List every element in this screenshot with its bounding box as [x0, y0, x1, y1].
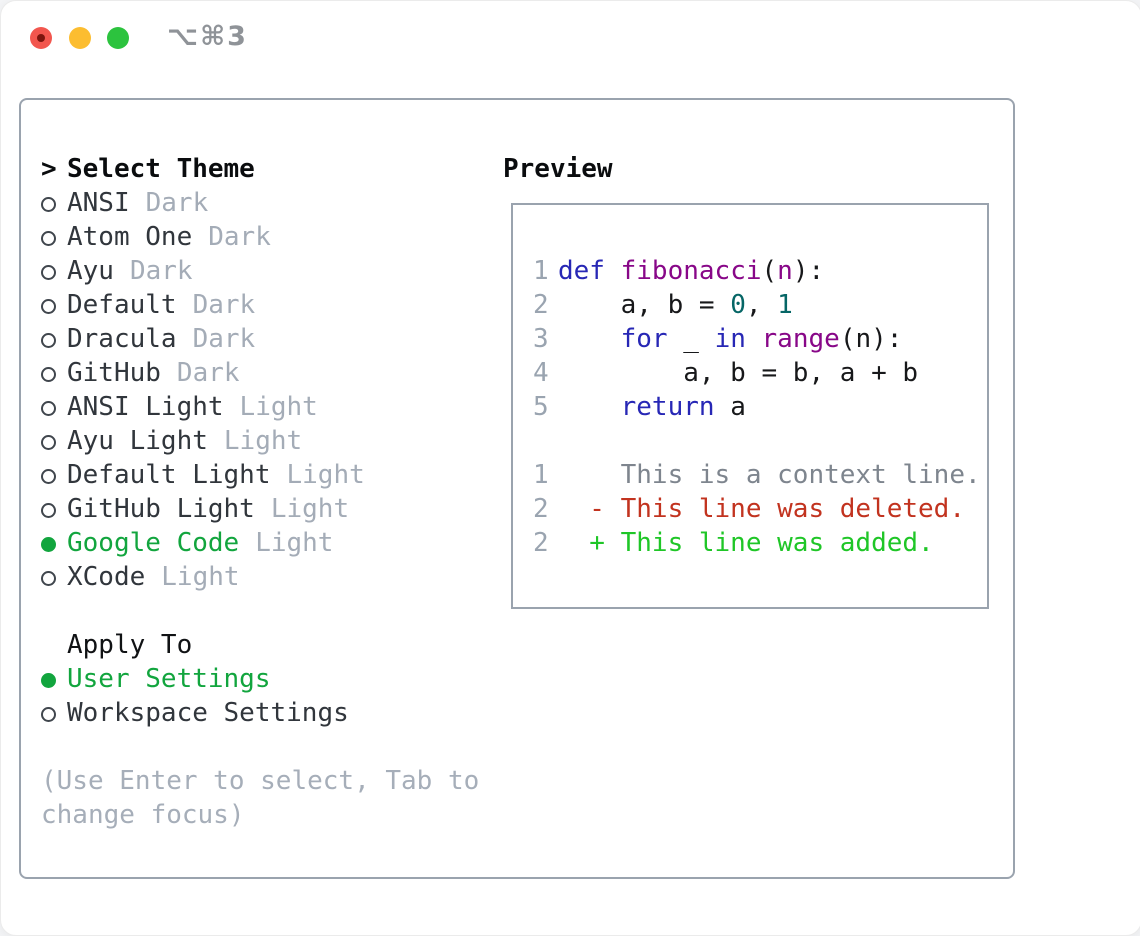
code-token-del: - This line was deleted.: [558, 494, 965, 524]
titlebar: ⌥⌘3: [1, 1, 1140, 73]
line-number: 1: [533, 256, 549, 286]
code-token-pl: (n):: [839, 324, 903, 354]
code-token-kw: for: [620, 324, 668, 354]
code-token-pl: [558, 392, 621, 422]
code-token-fn: fibonacci: [620, 256, 762, 286]
help-text: (Use Enter to select, Tab to change focu…: [41, 766, 480, 830]
radio-unselected-icon: [41, 390, 67, 424]
line-number: 3: [533, 324, 549, 354]
radio-unselected-icon: [41, 186, 67, 220]
line-number: 4: [533, 358, 549, 388]
line-number: 2: [533, 528, 549, 558]
line-number: 2: [533, 290, 549, 320]
code-token-pl: a: [714, 392, 746, 422]
code-line: 2 a, b = 0, 1: [533, 288, 981, 322]
radio-unselected-icon: [41, 254, 67, 288]
code-line: 2 - This line was deleted.: [533, 492, 981, 526]
radio-unselected-icon: [41, 492, 67, 526]
code-token-pl: ,: [745, 290, 778, 320]
code-token-pl: [605, 256, 621, 286]
code-token-pl: a, b = b, a + b: [558, 358, 919, 388]
code-token-fn: range: [761, 324, 840, 354]
radio-unselected-icon: [41, 288, 67, 322]
spacer: [41, 730, 503, 764]
code-token-kw: in: [714, 324, 746, 354]
code-token-pl: ):: [792, 256, 825, 286]
code-token-pl: (: [761, 256, 778, 286]
radio-unselected-icon: [41, 322, 67, 356]
window-title: ⌥⌘3: [167, 21, 248, 52]
code-line: [533, 424, 981, 458]
line-number: 5: [533, 392, 549, 422]
apply-to-header: Apply To: [67, 630, 193, 660]
radio-unselected-icon: [41, 458, 67, 492]
code-token-num: 0: [730, 290, 746, 320]
code-line: 1 This is a context line.: [533, 458, 981, 492]
radio-unselected-icon: [41, 696, 67, 730]
apply-option-workspace-settings[interactable]: Workspace Settings: [41, 696, 503, 730]
radio-unselected-icon: [41, 424, 67, 458]
code-token-num: 1: [777, 290, 793, 320]
code-token-pl: _: [667, 324, 715, 354]
preview-header: Preview: [503, 154, 613, 184]
radio-unselected-icon: [41, 220, 67, 254]
line-number: 2: [533, 494, 549, 524]
radio-unselected-icon: [41, 560, 67, 594]
code-token-pl: [558, 324, 621, 354]
code-token-fn: n: [777, 256, 793, 286]
code-token-kw: def: [558, 256, 605, 286]
code-token-pl: [746, 324, 762, 354]
radio-unselected-icon: [41, 356, 67, 390]
apply-option-user-settings[interactable]: User Settings: [41, 662, 503, 696]
cursor-icon: >: [41, 154, 57, 184]
code-line: 1 def fibonacci(n):: [533, 254, 981, 288]
code-line: 4 a, b = b, a + b: [533, 356, 981, 390]
code-line: 3 for _ in range(n):: [533, 322, 981, 356]
select-theme-header: > Select Theme: [41, 152, 503, 186]
select-theme-label: Select Theme: [67, 154, 255, 184]
minimize-button[interactable]: [69, 27, 91, 49]
code-token-add: + This line was added.: [558, 528, 934, 558]
radio-selected-icon: [41, 526, 67, 560]
spacer: [41, 594, 503, 628]
code-line: 5 return a: [533, 390, 981, 424]
zoom-button[interactable]: [107, 27, 129, 49]
code-token-kw: return: [620, 392, 715, 422]
radio-selected-icon: [41, 662, 67, 696]
line-number: 1: [533, 460, 549, 490]
code-line: 2 + This line was added.: [533, 526, 981, 560]
close-button[interactable]: [30, 27, 52, 49]
code-token-pl: a, b =: [558, 290, 731, 320]
code-token-ctx: This is a context line.: [558, 460, 981, 490]
